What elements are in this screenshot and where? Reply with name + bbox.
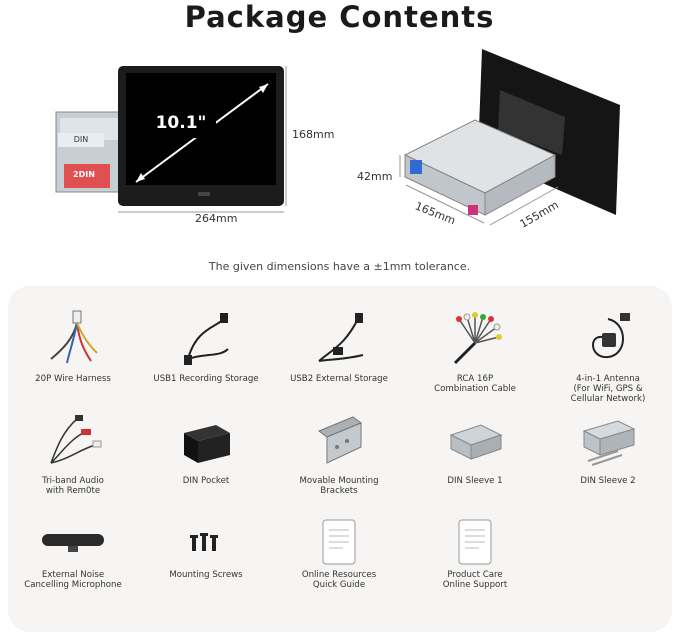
item-label: External Noise Cancelling Microphone	[24, 570, 122, 590]
item-label: 4-in-1 Antenna (For WiFi, GPS & Cellular…	[570, 374, 646, 404]
item-mounting-brackets: Movable Mounting Brackets	[274, 406, 404, 496]
din-tag: DIN	[58, 133, 104, 147]
microphone-icon	[42, 534, 104, 552]
item-label: 20P Wire Harness	[35, 374, 111, 384]
item-label: USB1 Recording Storage	[153, 374, 259, 384]
item-product-care: Product Care Online Support	[410, 514, 540, 590]
bracket-icon	[317, 416, 363, 464]
item-label: DIN Sleeve 2	[580, 476, 636, 486]
screws-icon	[190, 533, 218, 551]
item-rca-cable: RCA 16P Combination Cable	[410, 304, 540, 394]
front-height-label: 168mm	[292, 128, 335, 141]
item-microphone: External Noise Cancelling Microphone	[8, 514, 138, 590]
item-din-sleeve-2: DIN Sleeve 2	[543, 406, 673, 486]
din-sleeve-icon	[582, 420, 636, 466]
audio-cable-icon	[50, 415, 102, 464]
screen-size-label: 10.1"	[155, 113, 207, 133]
front-width-label: 264mm	[195, 212, 238, 225]
page-title: Package Contents	[184, 0, 495, 34]
item-label: USB2 External Storage	[290, 374, 388, 384]
contents-panel: 20P Wire Harness USB1 Recording Storage …	[8, 286, 672, 632]
item-din-pocket: DIN Pocket	[141, 406, 271, 486]
antenna-icon	[592, 313, 630, 359]
item-wire-harness: 20P Wire Harness	[8, 304, 138, 384]
item-audio-cable: Tri-band Audio with Rem0te	[8, 406, 138, 496]
tolerance-note: The given dimensions have a ±1mm toleran…	[208, 260, 471, 273]
item-quick-guide: Online Resources Quick Guide	[274, 514, 404, 590]
item-label: Product Care Online Support	[442, 570, 508, 590]
item-antenna: 4-in-1 Antenna (For WiFi, GPS & Cellular…	[543, 304, 673, 404]
wire-harness-icon	[50, 310, 98, 364]
item-label: Tri-band Audio with Rem0te	[42, 476, 104, 496]
usb-cable-icon	[318, 313, 364, 362]
item-din-sleeve-1: DIN Sleeve 1	[410, 406, 540, 486]
item-label: DIN Sleeve 1	[447, 476, 503, 486]
din-pocket-icon	[184, 425, 230, 463]
item-label: Mounting Screws	[169, 570, 243, 580]
item-usb2-storage: USB2 External Storage	[274, 304, 404, 384]
din-height-label: 42mm	[357, 170, 393, 183]
din-sleeve-icon	[449, 424, 503, 460]
usb-cable-icon	[184, 313, 229, 365]
document-icon	[322, 519, 356, 565]
item-label: RCA 16P Combination Cable	[434, 374, 516, 394]
screen-size-badge: 10.1"	[146, 108, 216, 138]
item-label: Online Resources Quick Guide	[301, 570, 377, 590]
item-label: DIN Pocket	[182, 476, 230, 486]
rca-cable-icon	[453, 312, 502, 365]
document-icon	[458, 519, 492, 565]
2din-tag: 2DIN	[64, 168, 104, 182]
item-mounting-screws: Mounting Screws	[141, 514, 271, 580]
item-usb1-storage: USB1 Recording Storage	[141, 304, 271, 384]
item-label: Movable Mounting Brackets	[299, 476, 379, 496]
side-product-view	[390, 45, 630, 235]
